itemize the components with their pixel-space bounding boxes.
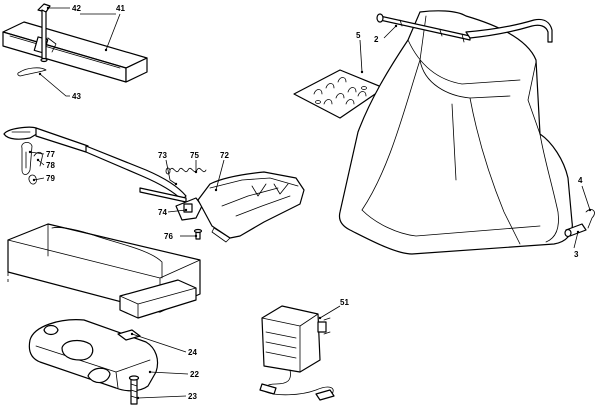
- charger-51: [259, 305, 335, 401]
- callout-73: 73: [158, 151, 167, 160]
- callout-42: 42: [72, 4, 81, 13]
- mower-deck: [7, 223, 201, 319]
- screw-23: [128, 375, 140, 405]
- pin-3: [564, 223, 587, 238]
- callout-41: 41: [116, 4, 125, 13]
- handle-bar: [3, 126, 187, 201]
- weight-block-22: [28, 319, 159, 392]
- tray-72: [197, 171, 305, 243]
- callout-79: 79: [46, 174, 55, 183]
- callout-2: 2: [374, 35, 379, 44]
- clip-4: [585, 209, 595, 229]
- callout-43: 43: [72, 92, 81, 101]
- callout-3: 3: [574, 250, 579, 259]
- callout-23: 23: [188, 392, 197, 401]
- callout-74: 74: [158, 208, 167, 217]
- bracket-bar-41: [2, 21, 148, 83]
- clip-43: [17, 67, 47, 77]
- callout-78: 78: [46, 161, 55, 170]
- callout-22: 22: [190, 370, 199, 379]
- callout-5: 5: [356, 31, 361, 40]
- callout-77: 77: [46, 150, 55, 159]
- leader-lines: [28, 6, 592, 400]
- callout-51: 51: [340, 298, 349, 307]
- callout-75: 75: [190, 151, 199, 160]
- pin-42: [37, 3, 51, 63]
- callout-72: 72: [220, 151, 229, 160]
- frame-2: [376, 13, 553, 43]
- spring-75: [165, 167, 207, 175]
- washer-24: [117, 329, 141, 341]
- clip-78: [33, 152, 43, 167]
- callout-24: 24: [188, 348, 197, 357]
- grass-bag: [338, 10, 573, 255]
- callout-76: 76: [164, 232, 173, 241]
- callout-labels: 42 41 43 5 2 4 3 51 73 75 72 74 76 77 78…: [46, 4, 583, 401]
- hook-79: [28, 174, 37, 185]
- screw-76: [193, 228, 203, 240]
- spring-clip-77: [21, 142, 33, 175]
- callout-4: 4: [578, 176, 583, 185]
- lever-bracket: [175, 197, 203, 221]
